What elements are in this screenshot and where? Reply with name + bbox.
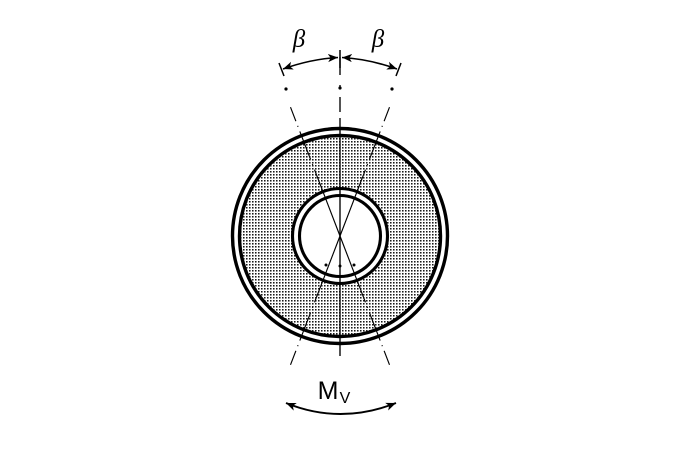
beta-label-right: β — [371, 26, 385, 53]
radial-line-top-right-bore — [339, 198, 355, 237]
beta-dimension-arc — [278, 50, 402, 77]
beta-label-left: β — [292, 26, 306, 53]
moment-label-subscript: V — [340, 390, 351, 407]
moment-label: M — [318, 377, 339, 405]
radial-dot-marks — [284, 86, 394, 91]
radial-line-top-left-bore — [325, 198, 341, 237]
radial-line-bottom-left-bore — [325, 235, 341, 274]
radial-sector-lines-bore — [325, 198, 355, 274]
moment-direction-arc — [285, 402, 397, 415]
radial-line-bottom-right-bore — [339, 235, 355, 274]
centerline-dot-marks — [324, 263, 356, 268]
